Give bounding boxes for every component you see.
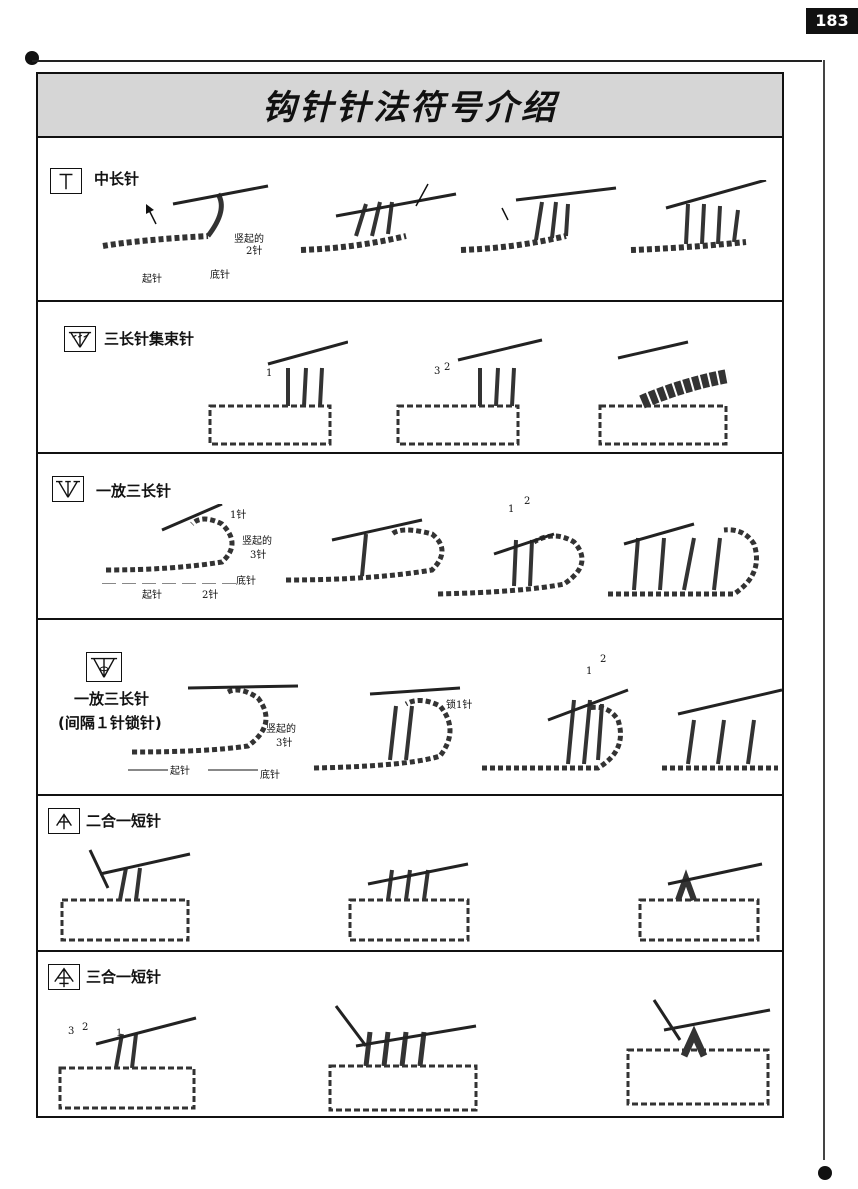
- stitch-name: 一放三长针: [74, 690, 150, 708]
- stitch-diagram: [208, 334, 348, 446]
- stitch-diagram: [456, 180, 626, 260]
- step-label: 2: [524, 496, 531, 507]
- stitch-diagram: [282, 510, 452, 590]
- half-double-crochet-symbol-icon: [50, 168, 82, 194]
- note-raised-count: 3针: [276, 738, 293, 749]
- bullet-dot: [818, 1166, 832, 1180]
- three-treble-cluster-symbol-icon: [64, 326, 96, 352]
- note-two: 2针: [202, 590, 219, 601]
- stitch-section-hdc: 中长针 竖起的 2针 起针 底针: [38, 136, 782, 302]
- note-raised: 竖起的: [242, 536, 272, 547]
- step-label: 2: [600, 654, 607, 665]
- stitch-name: 一放三长针: [96, 482, 172, 500]
- note-base: 底针: [210, 270, 230, 281]
- stitch-diagram: [604, 504, 764, 604]
- stitch-name: 中长针: [94, 170, 140, 188]
- sc3tog-symbol-icon: [48, 964, 80, 990]
- stitch-diagram: [310, 670, 480, 780]
- stitch-diagram: [624, 990, 774, 1110]
- stitch-section-increase: 一放三长针 1针 竖起的 3针 底针 起针 2针 1 2: [38, 454, 782, 620]
- stitch-name: 三长针集束针: [104, 330, 195, 348]
- step-label: 1: [116, 1028, 123, 1039]
- stitch-diagram: [296, 180, 466, 260]
- stitch-diagram: [56, 1014, 206, 1114]
- note-base: 底针: [236, 576, 256, 587]
- stitch-diagram: [98, 180, 278, 260]
- note-base: 底针: [260, 770, 280, 781]
- note-raised: 竖起的: [234, 234, 264, 245]
- stitch-diagram: [102, 504, 242, 584]
- stitch-section-sc2tog: 二合一短针: [38, 796, 782, 952]
- stitch-name-sub: (间隔１针锁针): [58, 714, 162, 732]
- stitch-diagram: [60, 844, 200, 944]
- note-start: 起针: [170, 766, 190, 777]
- stitch-name: 二合一短针: [86, 812, 162, 830]
- stitch-diagram: [434, 514, 594, 604]
- step-label: 1: [266, 368, 273, 379]
- three-treble-increase-symbol-icon: [52, 476, 84, 502]
- stitch-diagram: [478, 670, 648, 780]
- stitch-diagram: [658, 670, 782, 780]
- stitch-diagram: [638, 844, 778, 944]
- stitch-name: 三合一短针: [86, 968, 162, 986]
- note-chain: 锁1针: [446, 700, 473, 711]
- page-title: 钩针针法符号介绍: [262, 88, 558, 128]
- stitch-diagram: [128, 674, 308, 774]
- stitch-diagram: [598, 334, 748, 446]
- step-label: 2: [82, 1022, 89, 1033]
- three-treble-increase-chain-symbol-icon: [86, 652, 122, 682]
- bullet-dot: [25, 51, 39, 65]
- note-start: 起针: [142, 590, 162, 601]
- page-number: 183: [806, 8, 858, 34]
- note-raised: 竖起的: [266, 724, 296, 735]
- stitch-diagram: [626, 180, 776, 260]
- stitch-diagram: [326, 996, 486, 1116]
- step-label: 2: [444, 362, 451, 373]
- note-one: 1针: [230, 510, 247, 521]
- stitch-diagram: [348, 844, 488, 944]
- note-start: 起针: [142, 274, 162, 285]
- step-label: 3: [434, 366, 441, 377]
- stitch-section-cluster: 三长针集束针 1 3 2: [38, 302, 782, 454]
- divider: [32, 60, 822, 62]
- sc2tog-symbol-icon: [48, 808, 80, 834]
- stitch-diagram: [396, 334, 546, 446]
- note-raised-count: 2针: [246, 246, 263, 257]
- content-frame: 钩针针法符号介绍 中长针 竖起的 2针 起针 底针: [36, 72, 784, 1118]
- note-raised-count: 3针: [250, 550, 267, 561]
- stitch-section-sc3tog: 三合一短针 3 2 1: [38, 952, 782, 1118]
- step-label: 3: [68, 1026, 75, 1037]
- step-label: 1: [586, 666, 593, 677]
- stitch-section-increase-chain: 一放三长针 (间隔１针锁针) 竖起的 3针 起针 底针 锁1针 1 2: [38, 620, 782, 796]
- divider: [823, 60, 825, 1160]
- title-band: 钩针针法符号介绍: [38, 74, 782, 138]
- step-label: 1: [508, 504, 515, 515]
